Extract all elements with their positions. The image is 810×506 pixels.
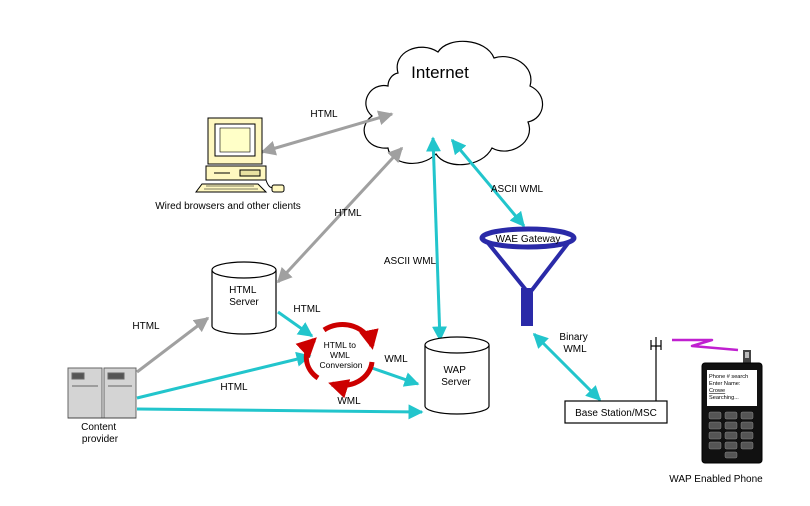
edge-label-converter-wapserver: WML xyxy=(384,354,408,365)
edge-htmlserver-converter xyxy=(277,310,314,338)
wap-phone: Phone # search Enter Name: Crowe Searchi… xyxy=(669,350,763,485)
phone-screen-line: Enter Name: xyxy=(709,381,741,387)
edge-gateway-basestation xyxy=(532,332,602,402)
conversion-cycle-icon xyxy=(295,322,379,399)
edge-label-provider-htmlserver: HTML xyxy=(132,321,160,332)
wired-clients-label: Wired browsers and other clients xyxy=(155,201,301,212)
wired-edges xyxy=(136,110,404,374)
gateway-label: WAE Gateway xyxy=(496,234,561,245)
html-server-label-line2: Server xyxy=(229,297,259,308)
converter-label-line2: WML xyxy=(330,350,350,360)
wap-server-label: WAP Server xyxy=(441,365,471,388)
edge-converter-wapserver xyxy=(371,366,420,387)
mobile-phone-icon xyxy=(701,350,763,464)
server-cabinet-icon xyxy=(67,367,137,419)
antenna-icon xyxy=(650,337,662,401)
wae-gateway: WAE Gateway xyxy=(479,226,577,326)
edge-clients-internet xyxy=(260,110,394,156)
edge-label-wapserver-internet: ASCII WML xyxy=(384,256,437,267)
wired-client-computer: Wired browsers and other clients xyxy=(155,117,301,212)
phone-screen-line: Searching... xyxy=(709,395,739,401)
wap-server-label-line2: Server xyxy=(441,377,471,388)
edge-label-clients-internet: HTML xyxy=(310,109,338,120)
base-station: Base Station/MSC xyxy=(564,337,739,424)
content-provider-label-line2: provider xyxy=(82,434,119,445)
phone-label: WAP Enabled Phone xyxy=(669,474,763,485)
html-server-label-line1: HTML xyxy=(229,285,257,296)
edge-provider-htmlserver xyxy=(136,316,210,374)
edge-label-gateway-basestation-line1: Binary xyxy=(559,332,587,343)
internet-label: Internet xyxy=(411,63,469,82)
phone-screen-line: Phone # search xyxy=(709,374,748,380)
funnel-icon xyxy=(479,226,577,326)
edge-label-gateway-basestation-line2: WML xyxy=(563,344,587,355)
wap-server-label-line1: WAP xyxy=(443,365,466,376)
database-cylinder-icon xyxy=(211,261,277,335)
html-server-label: HTML Server xyxy=(229,285,259,308)
converter-label-line1: HTML to xyxy=(324,340,357,350)
lightning-icon xyxy=(672,338,739,352)
edge-htmlserver-internet xyxy=(276,146,404,284)
phone-screen: Phone # search Enter Name: Crowe Searchi… xyxy=(709,374,748,401)
database-cylinder-icon xyxy=(424,336,490,415)
edge-label-provider-wapserver: WML xyxy=(337,396,361,407)
cloud-icon xyxy=(363,40,544,166)
edge-label-provider-converter: HTML xyxy=(220,382,248,393)
edge-internet-gateway xyxy=(450,138,526,228)
converter-label-line3: Conversion xyxy=(320,360,363,370)
base-station-label: Base Station/MSC xyxy=(575,408,657,419)
edge-provider-converter xyxy=(136,351,312,400)
internet-cloud: Internet xyxy=(363,40,544,166)
edge-label-internet-gateway: ASCII WML xyxy=(491,184,544,195)
edge-labels: HTML HTML HTML HTML HTML WML WML ASCII W… xyxy=(132,109,590,407)
content-provider: Content provider xyxy=(67,367,137,445)
desktop-computer-icon xyxy=(195,117,285,193)
html-to-wml-converter: HTML to WML Conversion xyxy=(295,322,379,399)
converter-label: HTML to WML Conversion xyxy=(320,340,363,370)
html-server: HTML Server xyxy=(211,261,277,335)
edge-provider-wapserver xyxy=(136,404,424,420)
wireless-edges xyxy=(136,136,602,420)
edge-label-htmlserver-converter: HTML xyxy=(293,304,321,315)
edge-label-gateway-basestation: Binary WML xyxy=(559,332,590,355)
content-provider-label: Content provider xyxy=(81,422,119,445)
wap-server: WAP Server xyxy=(424,336,490,415)
phone-screen-line: Crowe xyxy=(709,388,725,394)
edge-label-htmlserver-internet: HTML xyxy=(334,208,362,219)
edge-wapserver-internet xyxy=(425,136,448,342)
content-provider-label-line1: Content xyxy=(81,422,116,433)
